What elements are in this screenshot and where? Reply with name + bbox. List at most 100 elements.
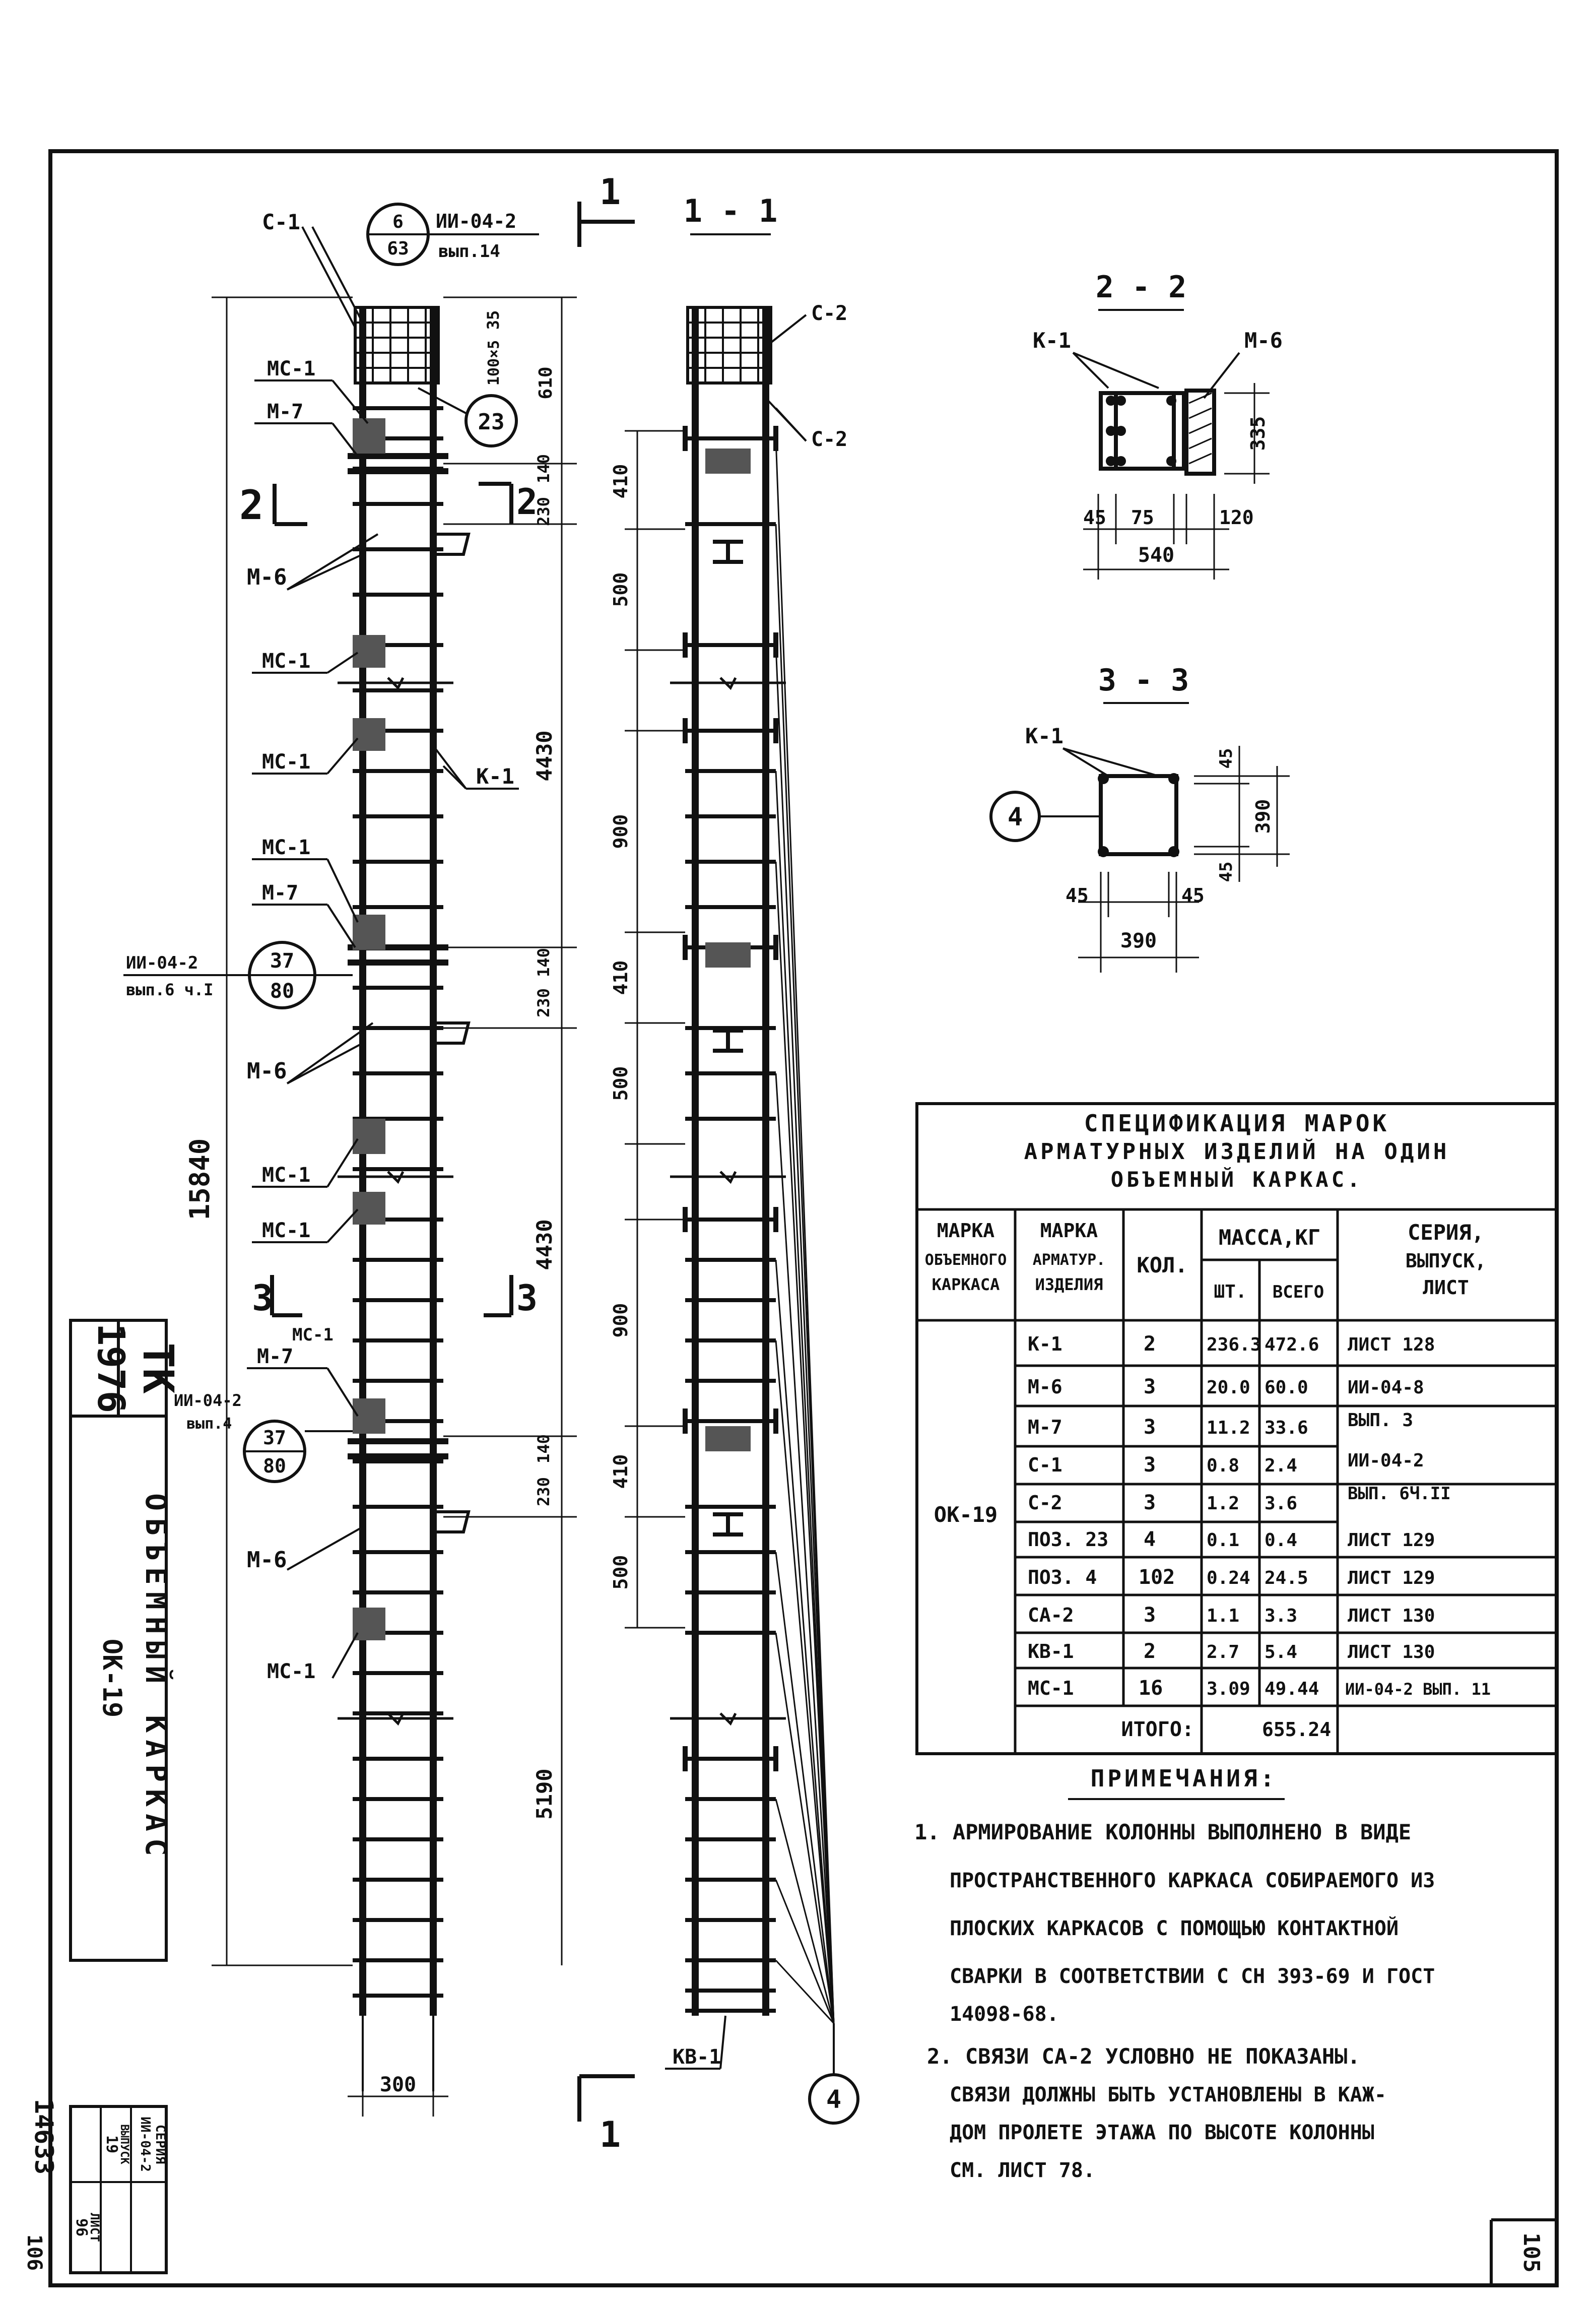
svg-text:500: 500 [610, 1066, 632, 1101]
svg-text:1.1: 1.1 [1207, 1606, 1239, 1626]
svg-text:КАРКАСА: КАРКАСА [932, 1275, 1000, 1294]
svg-text:410: 410 [610, 961, 632, 995]
mc1-plate [353, 718, 385, 751]
svg-text:ВЫП. 3: ВЫП. 3 [1348, 1410, 1413, 1431]
svg-text:236.3: 236.3 [1207, 1334, 1261, 1355]
total-label: ИТОГО: [1121, 1718, 1194, 1741]
svg-text:ЛИСТ: ЛИСТ [88, 2213, 102, 2242]
svg-text:ПОЗ. 4: ПОЗ. 4 [1028, 1566, 1097, 1588]
stamp-org: ТК [134, 1342, 183, 1394]
mc1-plate [353, 1398, 385, 1434]
svg-text:ВСЕГО: ВСЕГО [1273, 1282, 1324, 1302]
svg-text:45: 45 [1066, 884, 1089, 907]
svg-text:ВЫПУСК,: ВЫПУСК, [1406, 1250, 1486, 1272]
svg-text:140: 140 [534, 1434, 553, 1463]
svg-text:М-6: М-6 [1028, 1376, 1062, 1398]
svg-text:0.1: 0.1 [1207, 1530, 1239, 1551]
label-m6-c: М-6 [247, 1547, 287, 1573]
svg-text:ПЛОСКИХ КАРКАСОВ С ПОМОЩЬЮ КОН: ПЛОСКИХ КАРКАСОВ С ПОМОЩЬЮ КОНТАКТНОЙ [950, 1916, 1399, 1940]
notes: ПРИМЕЧАНИЯ: 1. АРМИРОВАНИЕ КОЛОННЫ ВЫПОЛ… [914, 1765, 1435, 2182]
svg-text:2. СВЯЗИ СА-2 УСЛОВНО НЕ ПОКАЗ: 2. СВЯЗИ СА-2 УСЛОВНО НЕ ПОКАЗАНЫ. [927, 2044, 1360, 2069]
svg-text:45: 45 [1083, 506, 1106, 529]
label-mc1-d: МС-1 [262, 836, 310, 859]
svg-text:вып.14: вып.14 [438, 241, 500, 262]
svg-text:2.4: 2.4 [1265, 1455, 1297, 1476]
svg-text:140: 140 [534, 454, 553, 483]
svg-text:ЛИСТ 128: ЛИСТ 128 [1348, 1334, 1435, 1355]
svg-text:6: 6 [392, 212, 404, 232]
svg-text:410: 410 [610, 1454, 632, 1489]
pos23-circle [464, 394, 518, 447]
svg-text:5.4: 5.4 [1265, 1642, 1297, 1662]
svg-text:СЕРИЯ,: СЕРИЯ, [1408, 1220, 1484, 1245]
svg-text:230: 230 [534, 497, 553, 526]
svg-text:ИИ-04-2: ИИ-04-2 [1348, 1450, 1424, 1471]
svg-text:ИЗДЕЛИЯ: ИЗДЕЛИЯ [1035, 1275, 1103, 1294]
svg-text:900: 900 [610, 814, 632, 849]
svg-text:500: 500 [610, 1555, 632, 1590]
notes-title: ПРИМЕЧАНИЯ: [1091, 1765, 1278, 1792]
title-block-left: 1976 ТК ОБЪЕМНЫЙ КАРКАС ОК-19 СЕРИЯ ИИ-0… [69, 1319, 183, 2274]
svg-text:С-2: С-2 [1028, 1492, 1062, 1514]
svg-text:20.0: 20.0 [1207, 1377, 1250, 1398]
frame-mark: ОК-19 [934, 1502, 998, 1527]
svg-text:ВЫПУСК: ВЫПУСК [118, 2124, 130, 2164]
svg-text:2: 2 [239, 482, 263, 529]
svg-text:ЛИСТ 129: ЛИСТ 129 [1348, 1568, 1435, 1588]
dim-4430-b: 4430 [532, 1219, 557, 1270]
svg-text:АРМАТУРНЫХ ИЗДЕЛИЙ НА ОДИН: АРМАТУРНЫХ ИЗДЕЛИЙ НА ОДИН [1024, 1138, 1450, 1165]
svg-text:КВ-1: КВ-1 [1028, 1640, 1074, 1662]
svg-text:45: 45 [1181, 884, 1205, 907]
svg-text:3: 3 [1144, 1604, 1156, 1627]
svg-text:45: 45 [1216, 748, 1236, 769]
spec-rows: К-1 2 236.3 472.6 ЛИСТ 128 М-6 3 20.0 60… [1028, 1332, 1491, 1700]
svg-text:63: 63 [387, 238, 409, 259]
svg-text:80: 80 [263, 1455, 286, 1477]
section-mark-3-left [270, 1275, 302, 1317]
svg-text:ЛИСТ 130: ЛИСТ 130 [1348, 1642, 1435, 1662]
dim-4430-a: 4430 [532, 730, 557, 781]
section-mark-2-left [273, 484, 307, 526]
svg-text:2: 2 [1144, 1332, 1156, 1356]
svg-text:М-7: М-7 [1028, 1416, 1062, 1438]
svg-text:ИИ-04-2: ИИ-04-2 [174, 1391, 242, 1410]
dim-total: 15840 [184, 1138, 216, 1221]
svg-text:45: 45 [1216, 862, 1236, 882]
svg-text:1: 1 [600, 2114, 621, 2155]
svg-text:900: 900 [610, 1303, 632, 1338]
svg-text:СА-2: СА-2 [1028, 1604, 1074, 1626]
svg-text:АРМАТУР.: АРМАТУР. [1033, 1251, 1106, 1269]
svg-text:230: 230 [534, 1477, 553, 1506]
svg-text:37: 37 [270, 949, 294, 973]
dim-300: 300 [380, 2073, 416, 2096]
svg-text:КОЛ.: КОЛ. [1137, 1253, 1187, 1277]
svg-text:2: 2 [1144, 1640, 1156, 1663]
svg-text:К-1: К-1 [1025, 724, 1063, 748]
svg-text:ПРОСТРАНСТВЕННОГО КАРКАСА СОБИ: ПРОСТРАНСТВЕННОГО КАРКАСА СОБИРАЕМОГО ИЗ [950, 1869, 1435, 1892]
section-3-3: 3 - 3 К-1 4 45 45 390 45 [989, 663, 1290, 973]
mc1-plate [353, 1608, 385, 1640]
svg-text:МАРКА: МАРКА [1040, 1220, 1098, 1242]
svg-text:500: 500 [610, 572, 632, 607]
svg-text:1. АРМИРОВАНИЕ КОЛОННЫ ВЫПОЛНЕ: 1. АРМИРОВАНИЕ КОЛОННЫ ВЫПОЛНЕНО В ВИДЕ [914, 1820, 1411, 1844]
label-c1: С-1 [262, 210, 300, 234]
top-mesh-c1 [354, 306, 440, 385]
svg-text:СПЕЦИФИКАЦИЯ МАРОК: СПЕЦИФИКАЦИЯ МАРОК [1084, 1110, 1390, 1137]
label-m7-a: М-7 [267, 400, 303, 423]
svg-text:3.09: 3.09 [1207, 1679, 1250, 1699]
svg-text:390: 390 [1252, 799, 1274, 834]
svg-text:75: 75 [1131, 506, 1154, 529]
svg-text:2: 2 [516, 481, 538, 523]
section-2-2-title: 2 - 2 [1096, 270, 1187, 305]
svg-text:ЛИСТ 130: ЛИСТ 130 [1348, 1606, 1435, 1626]
svg-text:СВАРКИ В СООТВЕТСТВИИ С СН 393: СВАРКИ В СООТВЕТСТВИИ С СН 393-69 И ГОСТ [950, 1965, 1435, 1988]
svg-text:ПОЗ. 23: ПОЗ. 23 [1028, 1528, 1108, 1551]
svg-text:0.4: 0.4 [1265, 1530, 1297, 1551]
spec-table: СПЕЦИФИКАЦИЯ МАРОК АРМАТУРНЫХ ИЗДЕЛИЙ НА… [915, 1102, 1558, 1755]
svg-text:ЛИСТ: ЛИСТ [1423, 1276, 1469, 1299]
svg-text:МАРКА: МАРКА [937, 1220, 995, 1242]
section-1-1: 1 - 1 С-2 С-2 [610, 193, 859, 2125]
svg-text:К-1: К-1 [1033, 328, 1071, 353]
svg-text:ВЫП. 6Ч.II: ВЫП. 6Ч.II [1348, 1484, 1451, 1504]
svg-text:37: 37 [263, 1427, 286, 1449]
